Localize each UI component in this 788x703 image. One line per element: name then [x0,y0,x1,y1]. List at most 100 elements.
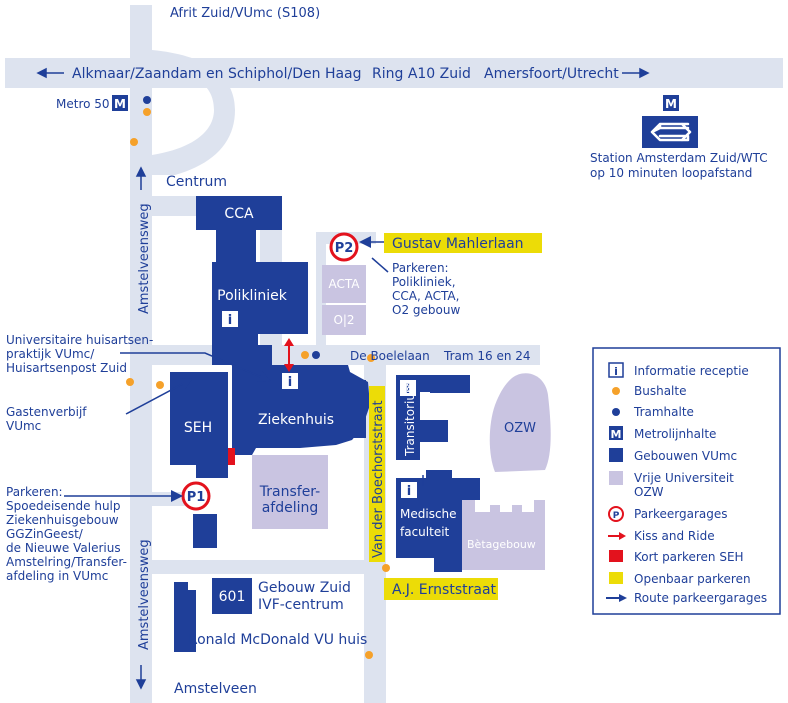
amstelveen-label: Amstelveen [174,681,257,697]
centrum-label: Centrum [166,174,227,190]
betagebouw-label: Bètagebouw [467,538,536,551]
o2-label: O|2 [333,313,354,327]
huisarts-line-1: Universitaire huisartsen- [6,333,153,347]
transitorium-building [396,375,470,460]
transfer-building [252,455,328,529]
tram-stops [143,96,320,359]
betagebouw-building [462,500,545,570]
seh-short-parking [228,448,235,465]
station-line-1: Station Amsterdam Zuid/WTC [590,151,768,165]
transfer-line-2: afdeling [262,500,319,516]
transitorium-annex [430,375,470,393]
ronald-label: Ronald McDonald VU huis [188,632,367,648]
amstelveensweg-bottom-label: Amstelveensweg [137,539,152,650]
info-icon-medische [401,482,417,498]
legend-vu-swatch [609,471,623,485]
info-icon-transitorium [400,380,416,396]
svg-text:M: M [611,428,622,441]
ring-a10-road [5,58,783,88]
gustav-label: Gustav Mahlerlaan [392,236,524,252]
ozw-building [489,373,551,472]
parkeren-p1-line-1: Parkeren: [6,485,63,499]
parkeren-p1-line-6: Amstelring/Transfer- [6,555,127,569]
parkeren-p1-line-4: GGZinGeest/ [6,527,84,541]
afrit-label: Afrit Zuid/VUmc (S108) [170,6,320,21]
info-icon-ziekenhuis [282,373,298,389]
station-line-2: op 10 minuten loopafstand [590,166,752,180]
legend-kiss-icon [608,532,626,540]
legend-label-metro: Metrolijnhalte [634,427,716,441]
huisarts-line-2: praktijk VUmc/ [6,347,95,361]
legend-label-bus: Bushalte [634,384,686,398]
parkeren-p2-line-4: O2 gebouw [392,303,460,317]
p1-parking-icon [181,481,211,511]
gustav-parking-bar [384,233,542,253]
medische-line-2: faculteit [400,525,450,539]
building-601-label: 601 [219,589,246,605]
acta-label: ACTA [329,277,361,291]
legend-label-parking: Parkeergarages [634,507,728,521]
ring-left-label: Alkmaar/Zaandam en Schiphol/Den Haag [72,66,362,82]
boelelaan-label: De Boelelaan [350,349,430,363]
legend-label-kiss: Kiss and Ride [634,529,715,543]
metro-icon-label: M [114,97,126,111]
legend-label-vumc: Gebouwen VUmc [634,449,737,463]
ernst-label: A.J. Ernststraat [392,582,497,598]
legend: i Informatie receptie Bushalte Tramhalte… [592,347,781,615]
parkeren-p1-line-5: de Nieuwe Valerius [6,541,121,555]
ziekenhuis-label: Ziekenhuis [258,412,334,428]
kiss-and-ride-arrow-icon [284,338,294,372]
polikliniek-label: Polikliniek [217,288,288,304]
svg-text:i: i [407,484,411,499]
tram-label: Tram 16 en 24 [443,349,531,363]
boechorst-label: Van der Boechorststraat [371,400,386,558]
svg-text:i: i [406,382,410,397]
parkeren-p2-line-1: Parkeren: [392,261,449,275]
seh-label: SEH [184,420,212,436]
exit-ramp-road [152,50,235,175]
legend-label-tram: Tramhalte [633,405,694,419]
metro-icon-station [663,95,679,111]
svg-text:P: P [613,511,620,521]
legend-label-route: Route parkeergarages [634,591,767,605]
medische-line-1: Medische [400,507,457,521]
ozw-label: OZW [504,421,536,436]
seh-building [170,372,228,478]
acta-building [322,265,366,303]
svg-text:i: i [614,365,618,378]
gastenverblijf-line-2: VUmc [6,419,41,433]
ring-right-label: Amersfoort/Utrecht [484,66,619,82]
legend-metro-icon [609,426,623,440]
transfer-line-1: Transfer- [259,484,320,500]
legend-box [592,347,781,615]
legend-label-seh: Kort parkeren SEH [634,550,744,564]
o2-building [322,305,366,335]
legend-vumc-swatch [609,448,623,462]
parkeren-p1-line-7: afdeling in VUmc [6,569,108,583]
ring-mid-label: Ring A10 Zuid [372,66,471,82]
legend-label-info: Informatie receptie [634,364,749,378]
legend-tram-icon [612,408,620,416]
parkeren-p1-line-2: Spoedeisende hulp [6,499,121,513]
gebouw-zuid-line-1: Gebouw Zuid [258,580,351,596]
p2-access-road [316,232,326,358]
direction-arrows [36,67,650,690]
ns-logo-icon [642,116,698,148]
legend-info-icon [608,362,624,378]
parkeren-p2-line-3: CCA, ACTA, [392,289,459,303]
legend-label-vu: Vrije Universiteit [634,471,734,485]
gebouw-zuid-line-2: IVF-centrum [258,597,344,613]
bus-stops [126,108,390,659]
parkeren-p2-line-2: Polikliniek, [392,275,456,289]
p1-building [193,514,217,548]
south-road [152,560,364,574]
metro-label: Metro 50 [56,97,110,111]
legend-parking-icon [608,506,624,522]
metro-icon-station-label: M [665,97,677,111]
huisarts-line-3: Huisartsenpost Zuid [6,361,127,375]
transitorium-label: Transitorium [403,381,417,457]
amstelveensweg-road [130,5,152,703]
seh-small-marker [240,440,244,448]
